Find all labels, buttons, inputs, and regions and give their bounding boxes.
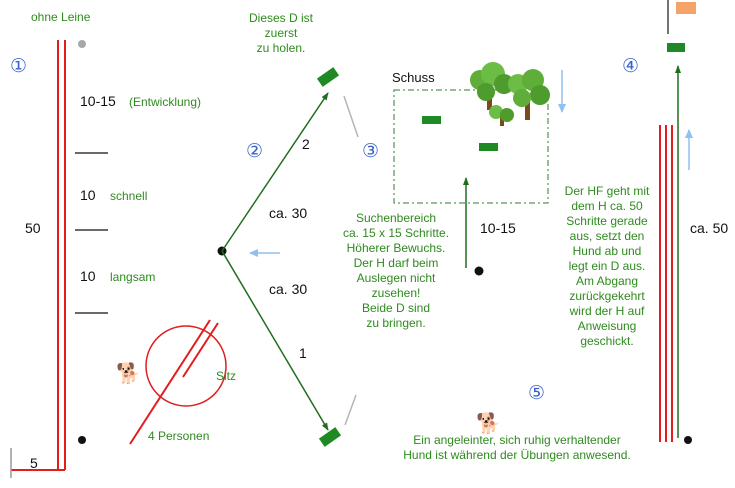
search-area xyxy=(393,62,566,276)
branch-1-label: 1 xyxy=(299,345,307,361)
item-d-right xyxy=(667,43,685,52)
sit-circle xyxy=(129,319,227,445)
item-d-upper xyxy=(316,67,340,87)
step-number-5: ⑤ xyxy=(528,383,546,404)
right-track xyxy=(659,0,696,444)
search-start-dot xyxy=(474,266,484,276)
left-total-distance: 50 xyxy=(25,220,41,236)
search-approach-distance: 10-15 xyxy=(480,220,516,236)
item-d-lower xyxy=(318,427,342,447)
section-1-distance: 10-15 xyxy=(80,93,116,109)
step-number-4: ④ xyxy=(622,56,640,77)
shot-label: Schuss xyxy=(392,70,435,85)
tree-icon xyxy=(470,62,550,126)
section-2-distance: 10 xyxy=(80,187,96,203)
flag-icon xyxy=(676,2,696,14)
sit-label: Sitz xyxy=(216,369,237,383)
step-number-3: ③ xyxy=(362,141,380,162)
step-number-1: ① xyxy=(10,56,28,77)
item-d-search-1 xyxy=(422,116,441,124)
right-description: Der HF geht mit dem H ca. 50 Schritte ge… xyxy=(564,184,650,348)
end-point-dot xyxy=(78,436,86,444)
section-3-distance: 10 xyxy=(80,268,96,284)
start-point-grey xyxy=(78,40,86,48)
right-distance: ca. 50 xyxy=(690,220,729,236)
right-start-dot xyxy=(684,436,692,444)
search-description: Suchenbereich ca. 15 x 15 Schritte. Höhe… xyxy=(342,211,450,330)
distance-lower: ca. 30 xyxy=(269,281,308,297)
section-3-label: langsam xyxy=(110,270,156,284)
item-d-search-2 xyxy=(479,143,498,151)
distance-upper: ca. 30 xyxy=(269,205,308,221)
dog-icon-bottom: 🐕 xyxy=(476,413,501,435)
title-ohne-leine: ohne Leine xyxy=(31,10,91,24)
branch-2-label: 2 xyxy=(302,136,310,152)
people-label: 4 Personen xyxy=(148,429,210,443)
left-track xyxy=(10,40,108,478)
bottom-note: Ein angeleinter, sich ruhig verhaltender… xyxy=(403,433,631,462)
section-2-label: schnell xyxy=(110,189,148,203)
step-number-2: ② xyxy=(246,141,264,162)
section-1-label: (Entwicklung) xyxy=(129,95,202,109)
retrieve-branches xyxy=(217,67,359,447)
first-item-note: Dieses D ist zuerst zu holen. xyxy=(248,11,313,55)
dog-icon-left: 🐕 xyxy=(116,363,141,385)
left-bottom-distance: 5 xyxy=(30,455,38,471)
